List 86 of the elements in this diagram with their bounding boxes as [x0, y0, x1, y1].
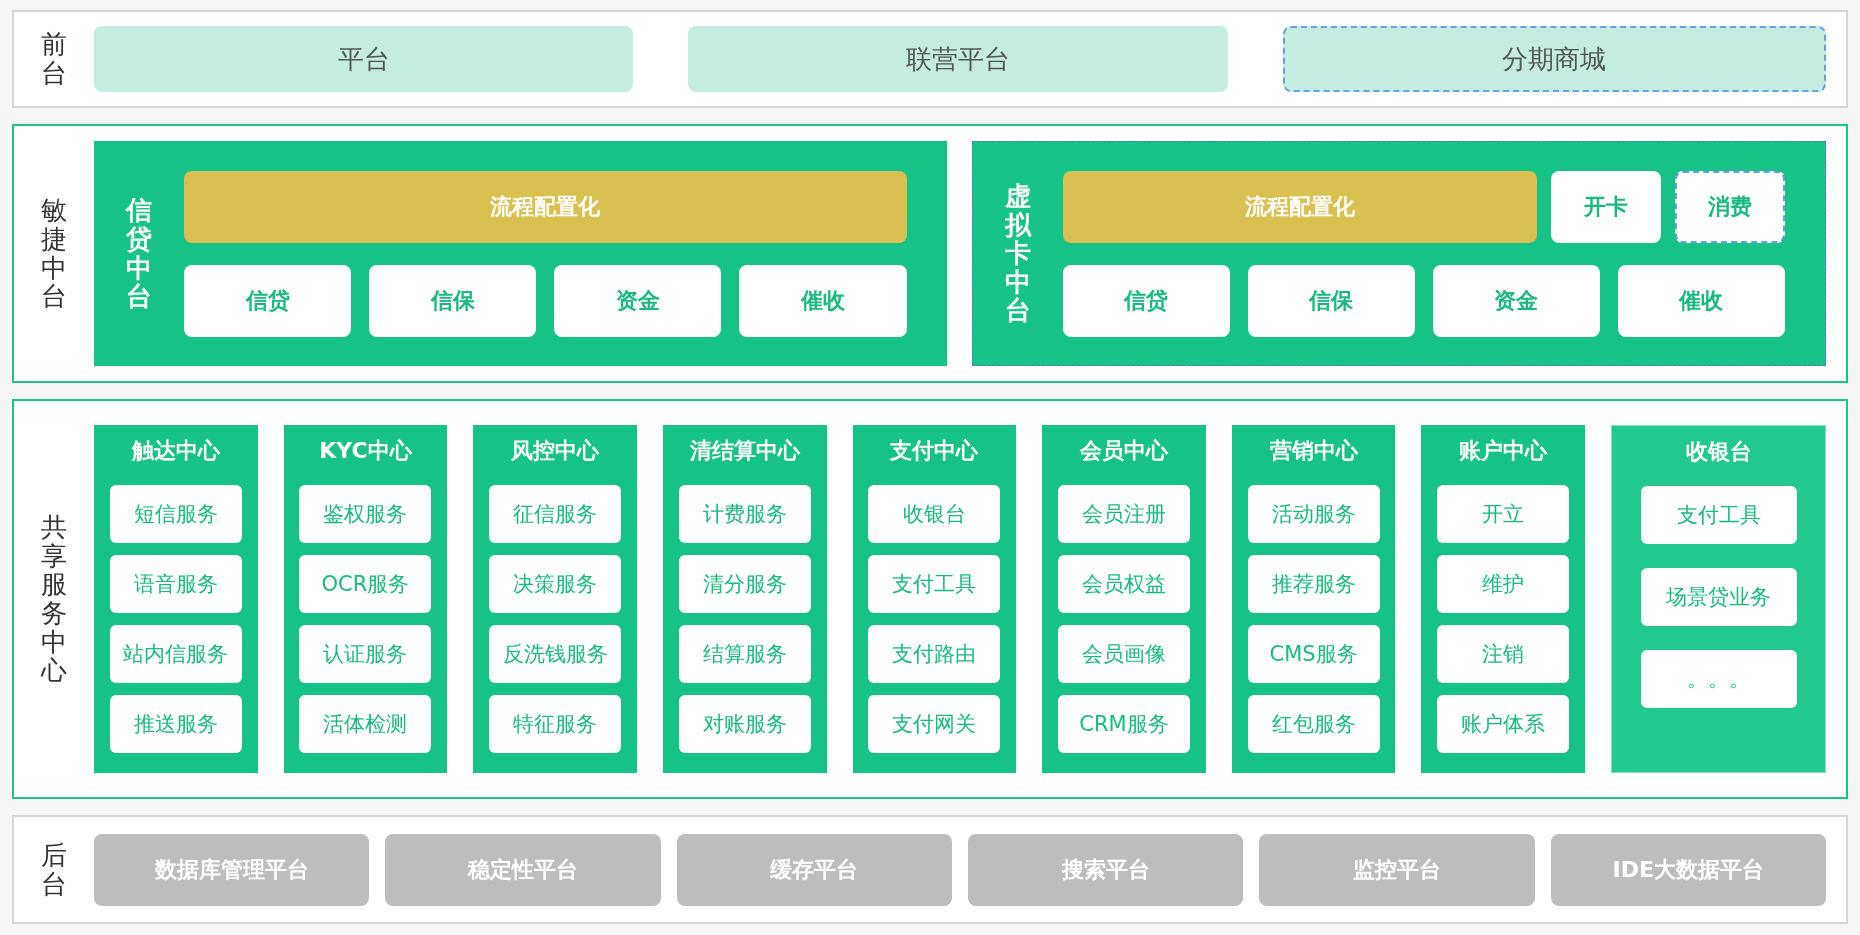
- column-title: 会员中心: [1079, 437, 1168, 465]
- service-box: 催收: [1617, 264, 1785, 337]
- service-column: [852, 425, 1017, 773]
- platform-box: 缓存平台: [676, 833, 952, 906]
- service-box: 信贷: [184, 264, 352, 337]
- service-box: 开立: [1437, 485, 1570, 543]
- service-column: [94, 425, 258, 773]
- service-box: 活体检测: [299, 695, 432, 753]
- service-box: 特征服务: [489, 695, 622, 753]
- platform-box: 联营平台: [688, 26, 1228, 92]
- layer-panel: [12, 10, 1848, 108]
- service-box: 会员权益: [1057, 555, 1190, 613]
- layer-label: 共享服务中心: [41, 513, 67, 685]
- column-title: 账户中心: [1459, 437, 1548, 465]
- service-box: 征信服务: [489, 485, 622, 543]
- service-box: 会员画像: [1057, 625, 1190, 683]
- service-box: 资金: [1432, 264, 1600, 337]
- service-box: 。。。: [1640, 650, 1797, 708]
- service-box: 推送服务: [109, 695, 242, 753]
- service-box: 消费: [1675, 170, 1785, 243]
- service-box: 反洗钱服务: [489, 625, 622, 683]
- service-box: 支付路由: [868, 625, 1001, 683]
- service-column: [283, 425, 448, 773]
- column-title: 收银台: [1685, 438, 1752, 466]
- platform-box: 平台: [94, 26, 634, 92]
- service-box: 红包服务: [1247, 695, 1380, 753]
- platform-box: IDE大数据平台: [1550, 833, 1826, 906]
- service-box: 支付工具: [1640, 486, 1797, 544]
- column-title: 营销中心: [1269, 437, 1358, 465]
- service-box: 鉴权服务: [299, 485, 432, 543]
- service-column: [1231, 425, 1396, 773]
- platform-box: 搜索平台: [968, 833, 1244, 906]
- service-column: [473, 425, 637, 773]
- panel-title: 虚拟卡中台: [1004, 182, 1031, 325]
- column-title: 清结算中心: [689, 437, 800, 465]
- platform-box: 数据库管理平台: [94, 833, 370, 906]
- service-box: 注销: [1437, 625, 1570, 683]
- layer-panel: [12, 815, 1848, 924]
- column-title: 风控中心: [511, 437, 600, 465]
- service-column: [662, 425, 827, 773]
- service-box: CRM服务: [1057, 695, 1190, 753]
- module-panel: [94, 141, 947, 366]
- layer-label: 前台: [41, 30, 67, 88]
- service-box: 开卡: [1551, 170, 1661, 243]
- service-box: 结算服务: [678, 625, 811, 683]
- column-title: 触达中心: [131, 437, 220, 465]
- service-box: 收银台: [868, 485, 1001, 543]
- layer-label: 后台: [41, 840, 67, 899]
- service-box: 活动服务: [1247, 485, 1380, 543]
- service-box: 信贷: [1062, 264, 1230, 337]
- service-column: [1042, 425, 1206, 773]
- process-bar: 流程配置化: [1062, 170, 1537, 243]
- layer-panel: [12, 399, 1848, 799]
- service-box: 计费服务: [678, 485, 811, 543]
- service-box: 对账服务: [678, 695, 811, 753]
- service-box: 资金: [554, 264, 722, 337]
- layer-panel: [12, 124, 1848, 383]
- service-column: [1611, 425, 1826, 773]
- service-box: 账户体系: [1437, 695, 1570, 753]
- service-box: 支付网关: [868, 695, 1001, 753]
- layer-label: 敏捷中台: [41, 196, 67, 311]
- service-box: 催收: [739, 264, 907, 337]
- service-box: 站内信服务: [109, 625, 242, 683]
- service-box: 场景贷业务: [1640, 568, 1797, 626]
- platform-box: 稳定性平台: [385, 833, 661, 906]
- service-box: 推荐服务: [1247, 555, 1380, 613]
- service-box: 会员注册: [1057, 485, 1190, 543]
- platform-box: 分期商城: [1282, 26, 1826, 92]
- column-title: KYC中心: [319, 437, 412, 465]
- service-box: 短信服务: [109, 485, 242, 543]
- process-bar: 流程配置化: [184, 170, 907, 243]
- platform-box: 监控平台: [1259, 833, 1535, 906]
- module-panel: [971, 141, 1826, 366]
- service-box: 决策服务: [489, 555, 622, 613]
- service-box: CMS服务: [1247, 625, 1380, 683]
- panel-title: 信贷中台: [126, 196, 152, 311]
- service-box: 信保: [369, 264, 537, 337]
- column-title: 支付中心: [890, 437, 979, 465]
- service-box: 信保: [1247, 264, 1415, 337]
- service-box: 维护: [1437, 555, 1570, 613]
- service-box: 支付工具: [868, 555, 1001, 613]
- service-box: OCR服务: [299, 555, 432, 613]
- service-box: 认证服务: [299, 625, 432, 683]
- service-column: [1421, 425, 1585, 773]
- service-box: 清分服务: [678, 555, 811, 613]
- service-box: 语音服务: [109, 555, 242, 613]
